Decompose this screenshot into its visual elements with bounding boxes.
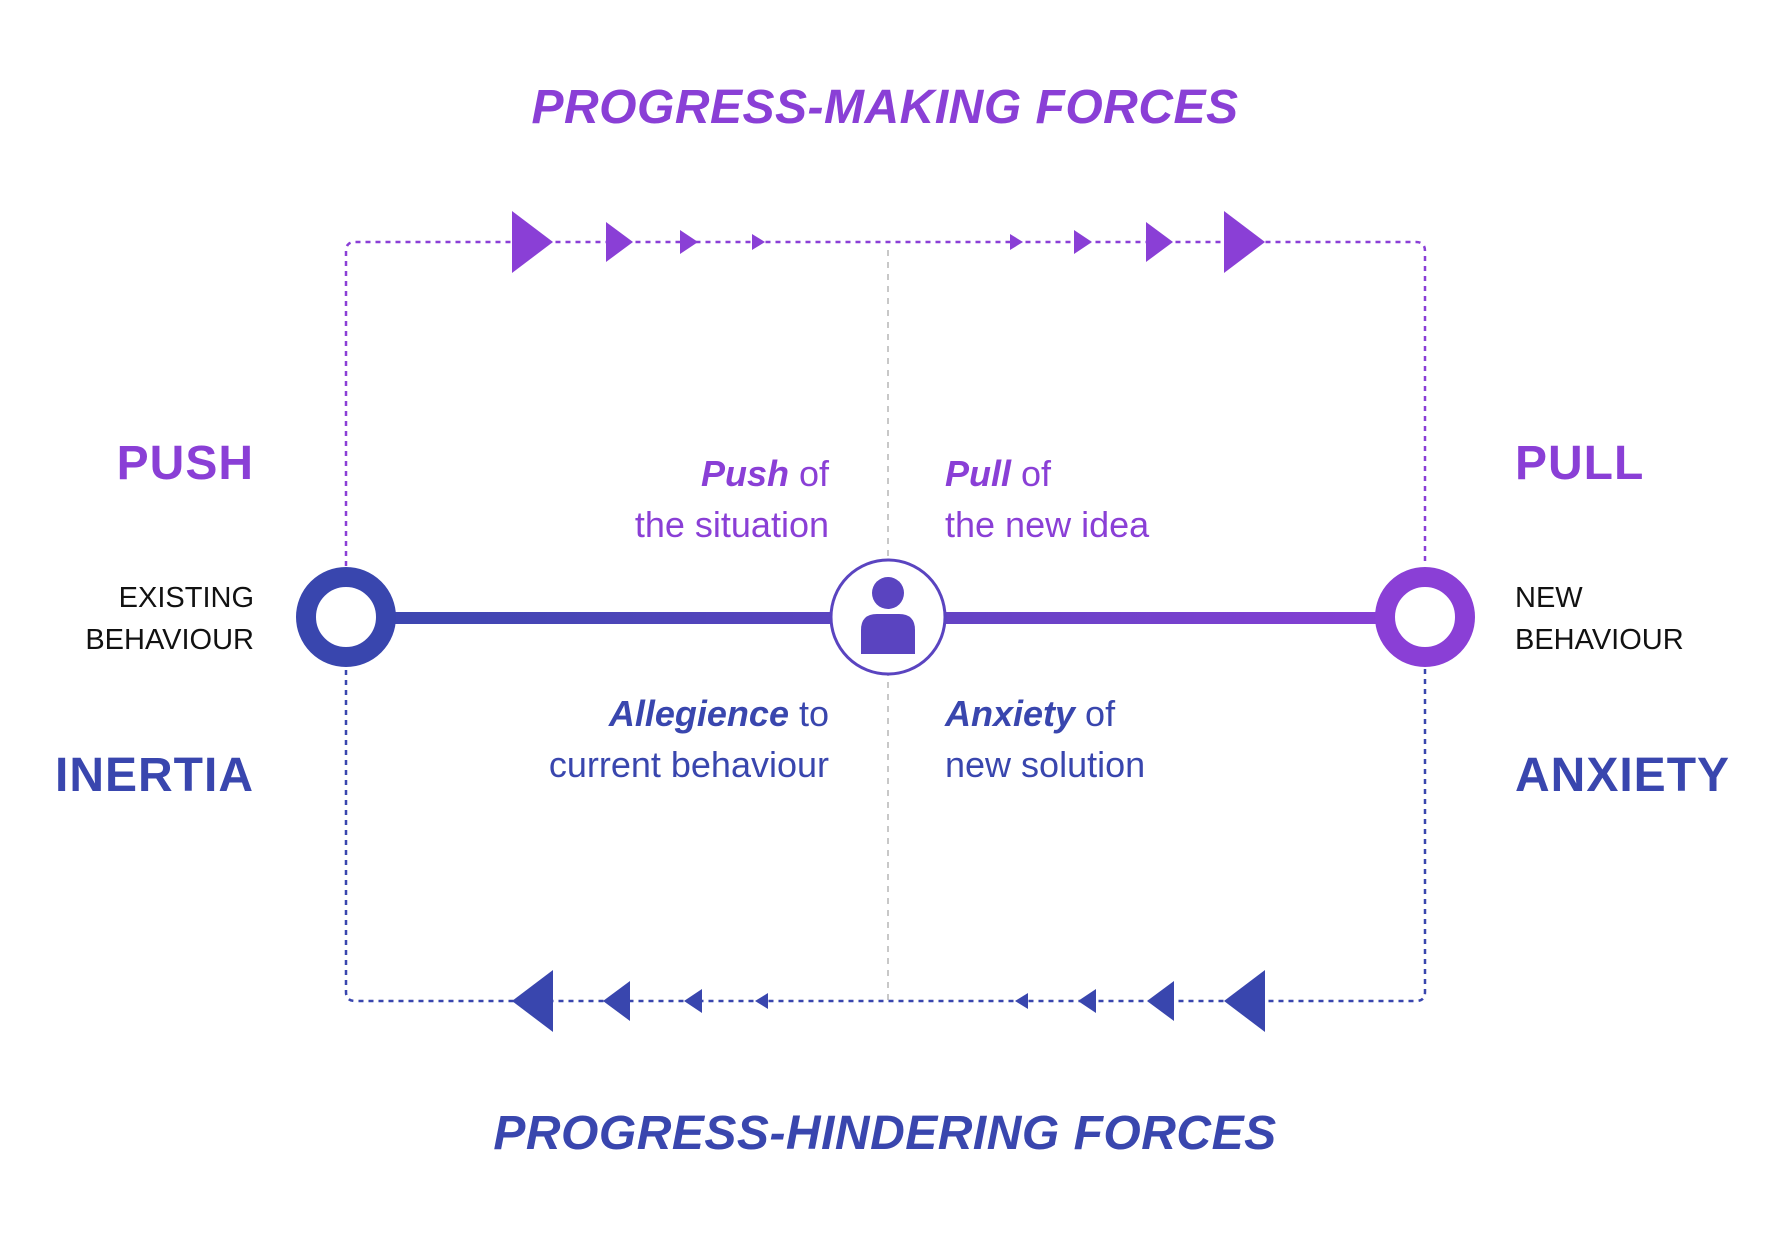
arrow-right-icon xyxy=(680,230,698,254)
arrow-left-icon xyxy=(755,993,768,1009)
anxiety-of-new-solution-text: Anxiety of new solution xyxy=(945,688,1145,790)
progress-making-forces-heading: PROGRESS-MAKING FORCES xyxy=(531,81,1239,134)
push-label: PUSH xyxy=(116,437,254,490)
arrow-right-icon xyxy=(1146,222,1173,262)
pull-emphasis: Pull xyxy=(945,453,1012,494)
push-of-situation-line2: the situation xyxy=(634,504,829,545)
anxiety-label: ANXIETY xyxy=(1515,749,1731,802)
pull-label: PULL xyxy=(1515,437,1645,490)
inertia-label: INERTIA xyxy=(55,749,254,802)
new-behaviour-node-icon xyxy=(1375,567,1475,667)
arrow-right-icon xyxy=(512,211,553,273)
arrow-right-icon xyxy=(606,222,633,262)
allegience-connector: to xyxy=(788,693,829,734)
allegience-line1: Allegience to xyxy=(549,688,829,739)
bottom-forces-path xyxy=(344,660,1427,1003)
arrow-left-icon xyxy=(512,970,553,1032)
pull-of-new-idea-text: Pull of the new idea xyxy=(945,448,1149,550)
allegience-to-current-behaviour-text: Allegience to current behaviour xyxy=(549,688,829,790)
arrow-left-icon xyxy=(1224,970,1265,1032)
person-icon xyxy=(829,558,947,676)
push-connector: of xyxy=(788,453,829,494)
push-of-situation-text: Push of the situation xyxy=(635,448,829,550)
arrow-right-icon xyxy=(1010,234,1023,250)
arrow-left-icon xyxy=(1015,993,1028,1009)
arrow-left-icon xyxy=(1147,981,1174,1021)
pull-connector: of xyxy=(1011,453,1052,494)
existing-behaviour-line1: EXISTING xyxy=(118,582,254,614)
arrow-left-icon xyxy=(1078,989,1096,1013)
arrow-left-icon xyxy=(684,989,702,1013)
anxiety-emphasis: Anxiety xyxy=(945,693,1076,734)
top-forces-path xyxy=(344,240,1427,566)
arrow-left-icon xyxy=(603,981,630,1021)
arrow-right-icon xyxy=(752,234,765,250)
anxiety-line1: Anxiety of xyxy=(945,688,1145,739)
arrow-right-icon xyxy=(1074,230,1092,254)
new-behaviour-label: NEW BEHAVIOUR xyxy=(1515,577,1684,661)
existing-behaviour-node-icon xyxy=(296,567,396,667)
push-of-situation-line1: Push of xyxy=(635,448,829,499)
progress-hindering-forces-heading: PROGRESS-HINDERING FORCES xyxy=(493,1107,1277,1160)
arrow-right-icon xyxy=(1224,211,1265,273)
top-arrows xyxy=(512,211,1265,273)
existing-behaviour-line2: BEHAVIOUR xyxy=(85,624,254,656)
push-emphasis: Push xyxy=(700,453,789,494)
new-behaviour-line1: NEW xyxy=(1515,582,1583,614)
anxiety-line2: new solution xyxy=(945,744,1146,785)
anxiety-connector: of xyxy=(1075,693,1116,734)
bottom-arrows xyxy=(512,970,1265,1032)
new-behaviour-line2: BEHAVIOUR xyxy=(1515,624,1684,656)
pull-of-new-idea-line1: Pull of xyxy=(945,448,1149,499)
pull-of-new-idea-line2: the new idea xyxy=(945,504,1150,545)
allegience-emphasis: Allegience xyxy=(608,693,789,734)
existing-behaviour-label: EXISTING BEHAVIOUR xyxy=(85,577,254,661)
allegience-line2: current behaviour xyxy=(548,744,829,785)
